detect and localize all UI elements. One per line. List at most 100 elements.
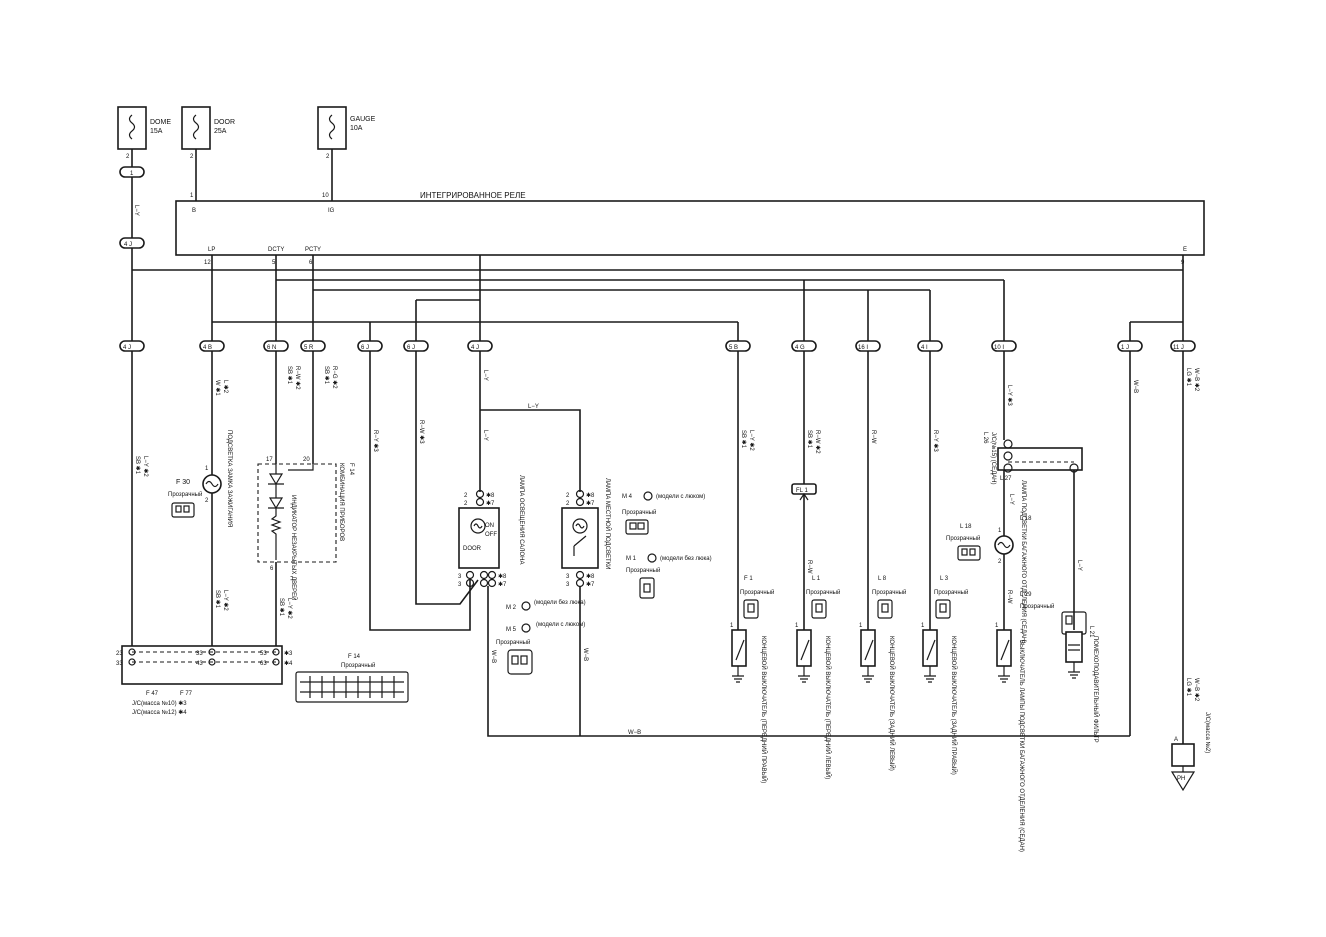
svg-text:DOOR: DOOR — [463, 546, 482, 552]
svg-text:L−Y ✱2: L−Y ✱2 — [748, 430, 755, 451]
interior-lamp: 2 ✱8 2 ✱7 ON OFF DOOR 3 ✱8 3 ✱7 ЛАМПА ОС… — [458, 475, 524, 588]
svg-text:10 I: 10 I — [994, 345, 1004, 351]
svg-text:W−B: W−B — [490, 650, 496, 663]
svg-text:W−B: W−B — [1132, 380, 1138, 393]
svg-text:(модели без люка): (модели без люка) — [534, 600, 586, 606]
fuse-gauge: GAUGE 10A 2 — [317, 106, 376, 160]
svg-text:Прозрачный: Прозрачный — [934, 589, 968, 596]
svg-text:1: 1 — [190, 193, 194, 199]
svg-text:Прозрачный: Прозрачный — [946, 535, 980, 542]
svg-text:1: 1 — [998, 528, 1002, 534]
svg-text:ВЫКЛЮЧАТЕЛЬ ЛАМПЫ ПОДСВЕТКИ БА: ВЫКЛЮЧАТЕЛЬ ЛАМПЫ ПОДСВЕТКИ БАГАЖНОГО ОТ… — [1018, 640, 1024, 852]
svg-text:(модели без люка): (модели без люка) — [660, 556, 712, 562]
svg-text:L−Y: L−Y — [482, 370, 488, 381]
svg-text:PCTY: PCTY — [305, 247, 321, 253]
svg-text:✱7: ✱7 — [586, 581, 595, 588]
svg-text:10: 10 — [322, 193, 329, 199]
svg-text:4 I: 4 I — [921, 345, 928, 351]
svg-text:М 5: М 5 — [506, 627, 517, 633]
svg-text:4 J: 4 J — [471, 345, 479, 351]
svg-text:КОНЦЕВОЙ ВЫКЛЮЧАТЕЛЬ (ПЕРЕДНИЙ: КОНЦЕВОЙ ВЫКЛЮЧАТЕЛЬ (ПЕРЕДНИЙ ПРАВЫЙ) — [760, 636, 768, 783]
svg-text:ПОМЕХОПОДАВИТЕЛЬНЫЙ ФИЛЬТР: ПОМЕХОПОДАВИТЕЛЬНЫЙ ФИЛЬТР — [1092, 636, 1100, 743]
svg-text:ЛАМПА МЕСТНОЙ ПОДСВЕТКИ: ЛАМПА МЕСТНОЙ ПОДСВЕТКИ — [604, 478, 612, 569]
svg-text:ИНТЕГРИРОВАННОЕ РЕЛЕ: ИНТЕГРИРОВАННОЕ РЕЛЕ — [420, 191, 526, 200]
svg-text:L 1: L 1 — [812, 576, 821, 582]
svg-text:W−B ✱2: W−B ✱2 — [1193, 678, 1200, 702]
svg-text:L 29: L 29 — [1020, 592, 1032, 598]
svg-text:LG ✱1: LG ✱1 — [1185, 678, 1192, 697]
trunk-lamp-switch: L 29 Прозрачный 1 ВЫКЛЮЧАТЕЛЬ ЛАМПЫ ПОДС… — [995, 592, 1054, 852]
svg-text:R−Y ✱3: R−Y ✱3 — [932, 430, 939, 452]
svg-text:КОНЦЕВОЙ ВЫКЛЮЧАТЕЛЬ (ЗАДНИЙ Л: КОНЦЕВОЙ ВЫКЛЮЧАТЕЛЬ (ЗАДНИЙ ЛЕВЫЙ) — [888, 636, 896, 771]
svg-text:LP: LP — [208, 247, 215, 253]
svg-text:2: 2 — [326, 154, 330, 160]
svg-text:Прозрачный: Прозрачный — [496, 639, 530, 646]
svg-text:L 18: L 18 — [1020, 516, 1032, 522]
svg-text:L 26: L 26 — [982, 432, 988, 444]
svg-text:Прозрачный: Прозрачный — [740, 589, 774, 596]
svg-text:SB ✱1: SB ✱1 — [214, 590, 221, 609]
svg-text:SB ✱1: SB ✱1 — [740, 430, 747, 449]
svg-text:М 4: М 4 — [622, 494, 633, 500]
svg-text:IG: IG — [328, 208, 335, 214]
svg-text:L−Y ✱2: L−Y ✱2 — [222, 590, 229, 611]
svg-text:F 1: F 1 — [744, 576, 753, 582]
svg-text:✱7: ✱7 — [498, 581, 507, 588]
svg-text:ON: ON — [485, 523, 494, 529]
svg-text:J/C(масса №10) ✱3: J/C(масса №10) ✱3 — [132, 700, 187, 707]
svg-text:L−Y ✱3: L−Y ✱3 — [1006, 385, 1013, 406]
svg-text:25A: 25A — [214, 128, 227, 135]
svg-text:(модели с люком): (модели с люком) — [536, 622, 585, 628]
svg-text:ЛАМПА ПОДСВЕТКИ БАГАЖНОГО ОТДЕ: ЛАМПА ПОДСВЕТКИ БАГАЖНОГО ОТДЕЛЕНИЯ (СЕД… — [1020, 480, 1026, 643]
connector-dome-1: 1 — [119, 166, 145, 178]
svg-text:E: E — [1183, 247, 1187, 253]
svg-text:SB ✱1: SB ✱1 — [286, 366, 293, 385]
svg-text:5: 5 — [272, 260, 276, 266]
svg-text:L−Y ✱2: L−Y ✱2 — [286, 598, 293, 619]
svg-text:4 B: 4 B — [203, 345, 212, 351]
svg-text:23: 23 — [116, 651, 123, 657]
svg-text:J/C(масса №12) ✱4: J/C(масса №12) ✱4 — [132, 709, 187, 716]
svg-text:SB ✱1: SB ✱1 — [323, 366, 330, 385]
svg-text:F 14: F 14 — [348, 463, 354, 476]
svg-text:L 21: L 21 — [1088, 626, 1094, 638]
fuse-dome: DOME 15A 2 — [117, 106, 171, 160]
svg-text:Прозрачный: Прозрачный — [168, 491, 202, 498]
svg-text:L 8: L 8 — [878, 576, 887, 582]
svg-text:1: 1 — [130, 171, 134, 177]
noise-filter: ПОМЕХОПОДАВИТЕЛЬНЫЙ ФИЛЬТР L 21 — [1061, 611, 1100, 743]
svg-text:2: 2 — [566, 493, 570, 499]
svg-text:16 I: 16 I — [858, 345, 868, 351]
svg-text:A: A — [1174, 737, 1178, 743]
svg-text:✱7: ✱7 — [586, 500, 595, 507]
svg-text:R−G ✱2: R−G ✱2 — [331, 366, 338, 389]
svg-text:L−Y: L−Y — [528, 404, 539, 410]
svg-text:LG ✱1: LG ✱1 — [1185, 368, 1192, 387]
svg-text:F 30: F 30 — [176, 479, 190, 486]
svg-text:2: 2 — [205, 498, 209, 504]
svg-text:6 N: 6 N — [267, 345, 276, 351]
connector-dome-2: 4 J — [119, 237, 145, 249]
svg-text:L−Y ✱2: L−Y ✱2 — [142, 456, 149, 477]
svg-text:КОМБИНАЦИЯ ПРИБОРОВ: КОМБИНАЦИЯ ПРИБОРОВ — [338, 463, 344, 541]
svg-text:R−W ✱3: R−W ✱3 — [418, 420, 425, 444]
ignition-key-light: 1 2 ПОДСВЕТКА ЗАМКА ЗАЖИГАНИЯ F 30 Прозр… — [168, 430, 232, 527]
interior-lamp-legend: М 2 (модели без люка) М 5 (модели с люко… — [496, 600, 586, 675]
junction-connector-sedan: L 26 J/C(№15) (СЕДАН) L 27 — [982, 432, 1083, 485]
svg-text:Прозрачный: Прозрачный — [626, 567, 660, 574]
svg-text:2: 2 — [464, 501, 468, 507]
svg-text:3: 3 — [458, 574, 462, 580]
svg-text:5 R: 5 R — [304, 345, 314, 351]
svg-text:1: 1 — [205, 466, 209, 472]
svg-text:W−B: W−B — [582, 648, 588, 661]
svg-text:Прозрачный: Прозрачный — [341, 662, 375, 669]
svg-text:Прозрачный: Прозрачный — [872, 589, 906, 596]
svg-text:L 3: L 3 — [940, 576, 949, 582]
svg-text:3: 3 — [566, 574, 570, 580]
svg-text:6: 6 — [309, 260, 313, 266]
svg-text:R−W: R−W — [870, 430, 876, 444]
svg-text:R−W ✱2: R−W ✱2 — [814, 430, 821, 454]
local-lamp: 2 ✱8 2 ✱7 3 ✱8 3 ✱7 ЛАМПА МЕСТНОЙ ПОДСВЕ… — [561, 478, 612, 588]
svg-text:GAUGE: GAUGE — [350, 116, 376, 123]
